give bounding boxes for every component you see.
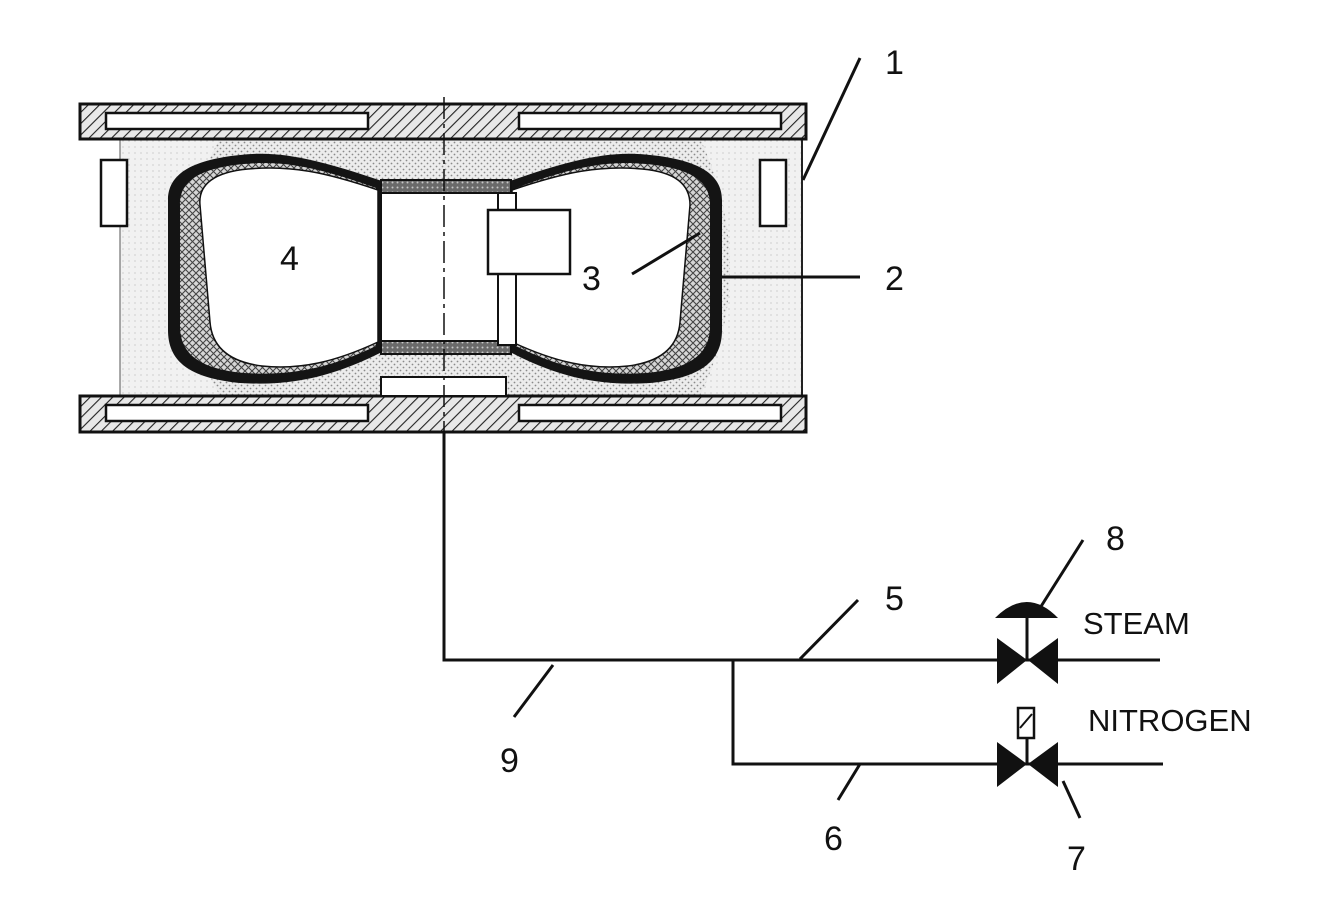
- heating-slot-right: [760, 160, 786, 226]
- steam-label: STEAM: [1083, 606, 1190, 641]
- mold-assembly: [80, 97, 806, 436]
- common-and-steam-line: [444, 432, 1160, 660]
- piping: [444, 432, 1163, 764]
- label-3: 3: [582, 260, 601, 298]
- label-6: 6: [824, 820, 843, 858]
- label-5: 5: [885, 580, 904, 618]
- bladder-block: [488, 210, 570, 274]
- steam-valve: [995, 602, 1058, 684]
- heating-slot-left: [101, 160, 127, 226]
- label-7: 7: [1067, 840, 1086, 878]
- label-9: 9: [500, 742, 519, 780]
- nitrogen-valve: [997, 708, 1058, 787]
- label-2: 2: [885, 260, 904, 298]
- label-1: 1: [885, 44, 904, 82]
- label-4: 4: [280, 240, 299, 278]
- bead-ring-top: [381, 180, 511, 193]
- label-8: 8: [1106, 520, 1125, 558]
- nitrogen-label: NITROGEN: [1088, 703, 1252, 738]
- bottom-platen: [80, 396, 806, 432]
- top-platen: [80, 104, 806, 139]
- bead-ring-bottom: [381, 341, 511, 354]
